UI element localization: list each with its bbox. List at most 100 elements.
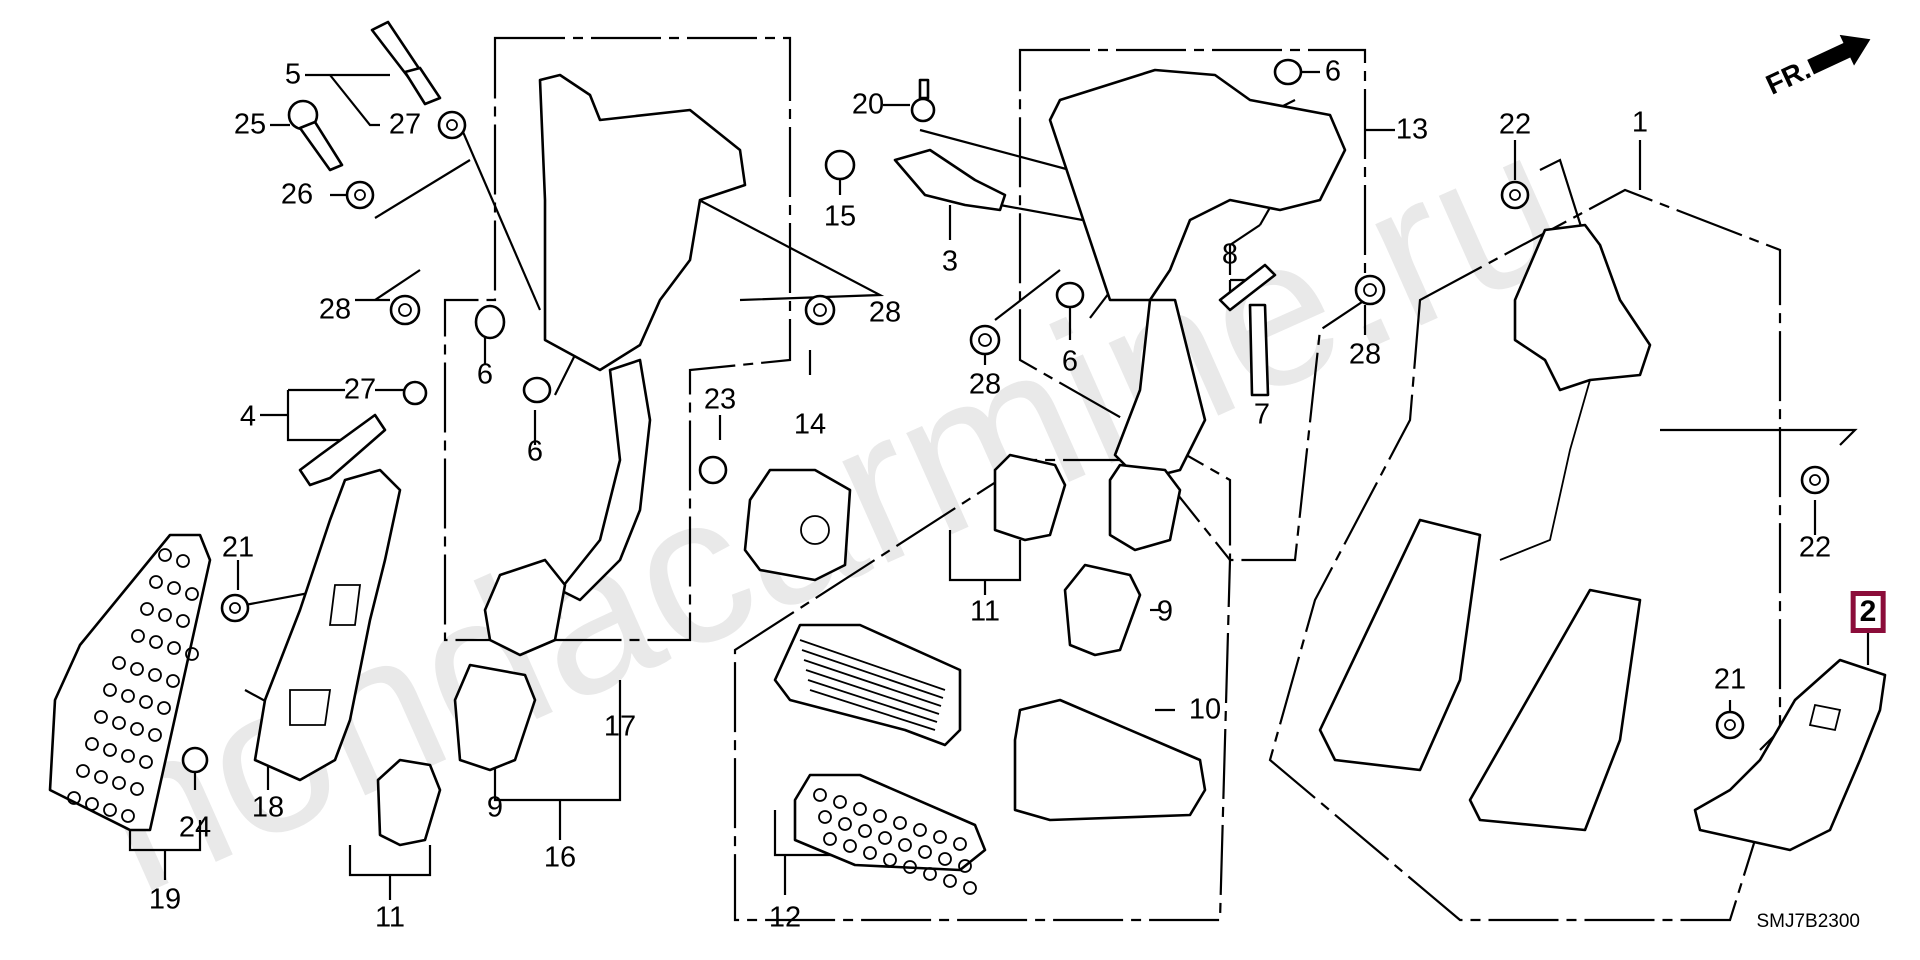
arrow-right-icon xyxy=(1807,34,1871,75)
pad-hole xyxy=(923,867,937,881)
pad-hole xyxy=(873,809,887,823)
pad-hole xyxy=(67,791,81,805)
callout-28[interactable]: 28 xyxy=(968,368,1002,401)
pad-hole xyxy=(176,554,190,568)
callout-20[interactable]: 20 xyxy=(851,88,885,121)
part-28-flange-nuts xyxy=(389,274,1386,356)
callout-11[interactable]: 11 xyxy=(969,595,1001,628)
pad-hole xyxy=(958,859,972,873)
pad-hole xyxy=(863,846,877,860)
callout-6[interactable]: 6 xyxy=(1061,345,1079,378)
callout-18[interactable]: 18 xyxy=(251,791,285,824)
callout-22[interactable]: 22 xyxy=(1498,108,1532,141)
callout-22[interactable]: 22 xyxy=(1798,531,1832,564)
callout-2-highlighted[interactable]: 2 xyxy=(1850,591,1886,633)
callout-6[interactable]: 6 xyxy=(1324,55,1342,88)
pad-hole xyxy=(103,743,117,757)
pad-hole xyxy=(112,716,126,730)
part-25-bolt xyxy=(287,99,344,172)
part-21-nut xyxy=(220,593,250,623)
pad-hole xyxy=(176,614,190,628)
callout-7[interactable]: 7 xyxy=(1253,398,1271,431)
diagram-code: SMJ7B2300 xyxy=(1756,911,1860,932)
accel-pedal-group-frame xyxy=(1268,188,1782,922)
pad-hole xyxy=(121,689,135,703)
callout-9[interactable]: 9 xyxy=(486,791,504,824)
pad-hole xyxy=(938,852,952,866)
callout-4[interactable]: 4 xyxy=(239,400,257,433)
part-15-cap xyxy=(824,149,856,181)
pad-hole xyxy=(838,817,852,831)
callout-28[interactable]: 28 xyxy=(868,296,902,329)
pad-hole xyxy=(185,647,199,661)
part-8-spring xyxy=(1218,263,1277,312)
pad-hole xyxy=(157,701,171,715)
part-4-switch xyxy=(298,380,428,487)
callout-1[interactable]: 1 xyxy=(1631,106,1649,139)
part-14-bracket xyxy=(743,468,852,582)
pad-hole xyxy=(85,737,99,751)
callout-23[interactable]: 23 xyxy=(703,383,737,416)
part-27-nut xyxy=(437,110,467,140)
callout-9[interactable]: 9 xyxy=(1156,595,1174,628)
pad-hole xyxy=(112,776,126,790)
callout-26[interactable]: 26 xyxy=(280,178,314,211)
callout-11[interactable]: 11 xyxy=(374,901,406,934)
part-9-pedal-pads xyxy=(453,563,1142,772)
pad-hole xyxy=(131,629,145,643)
callout-19[interactable]: 19 xyxy=(148,883,182,916)
pad-hole xyxy=(918,845,932,859)
callout-21[interactable]: 21 xyxy=(221,531,255,564)
part-6-clips xyxy=(474,58,1303,404)
callout-6[interactable]: 6 xyxy=(526,435,544,468)
part-13-clutch-pedal xyxy=(1048,68,1347,552)
callout-5[interactable]: 5 xyxy=(284,58,302,91)
callout-12[interactable]: 12 xyxy=(768,901,802,934)
pad-hole xyxy=(893,816,907,830)
callout-17[interactable]: 17 xyxy=(603,710,637,743)
callout-25[interactable]: 25 xyxy=(233,108,267,141)
pad-hole xyxy=(883,853,897,867)
callout-21[interactable]: 21 xyxy=(1713,663,1747,696)
pad-hole xyxy=(130,722,144,736)
pad-rib xyxy=(799,639,946,691)
part-20-bolt xyxy=(910,78,936,123)
pad-hole xyxy=(130,782,144,796)
part-brake-pad-sport xyxy=(1013,698,1207,822)
pad-hole xyxy=(94,770,108,784)
pad-hole xyxy=(843,839,857,853)
pad-hole xyxy=(103,683,117,697)
pad-rib xyxy=(801,649,944,699)
pad-hole xyxy=(167,641,181,655)
callout-15[interactable]: 15 xyxy=(823,200,857,233)
pad-hole xyxy=(933,830,947,844)
callout-3[interactable]: 3 xyxy=(941,245,959,278)
callout-13[interactable]: 13 xyxy=(1395,113,1429,146)
callout-14[interactable]: 14 xyxy=(793,408,827,441)
front-direction-indicator: FR. xyxy=(1761,23,1880,102)
part-2-bracket xyxy=(1693,658,1887,852)
pad-hole xyxy=(130,662,144,676)
part-11-pedal-pads xyxy=(376,453,1067,847)
callout-6[interactable]: 6 xyxy=(476,358,494,391)
pad-rib xyxy=(803,659,942,707)
callout-28[interactable]: 28 xyxy=(318,293,352,326)
part-12-brake-pad xyxy=(793,773,987,895)
callout-28[interactable]: 28 xyxy=(1348,338,1382,371)
callout-8[interactable]: 8 xyxy=(1221,238,1239,271)
pad-hole xyxy=(166,674,180,688)
callout-24[interactable]: 24 xyxy=(178,811,212,844)
pad-hole xyxy=(167,581,181,595)
pad-hole xyxy=(823,832,837,846)
pad-hole xyxy=(813,788,827,802)
pad-rib xyxy=(805,669,940,715)
callout-27[interactable]: 27 xyxy=(343,373,377,406)
pad-hole xyxy=(953,837,967,851)
callout-16[interactable]: 16 xyxy=(543,841,577,874)
pad-hole xyxy=(140,602,154,616)
pad-hole xyxy=(139,755,153,769)
callout-10[interactable]: 10 xyxy=(1188,693,1222,726)
pad-hole xyxy=(76,764,90,778)
callout-27[interactable]: 27 xyxy=(388,108,422,141)
